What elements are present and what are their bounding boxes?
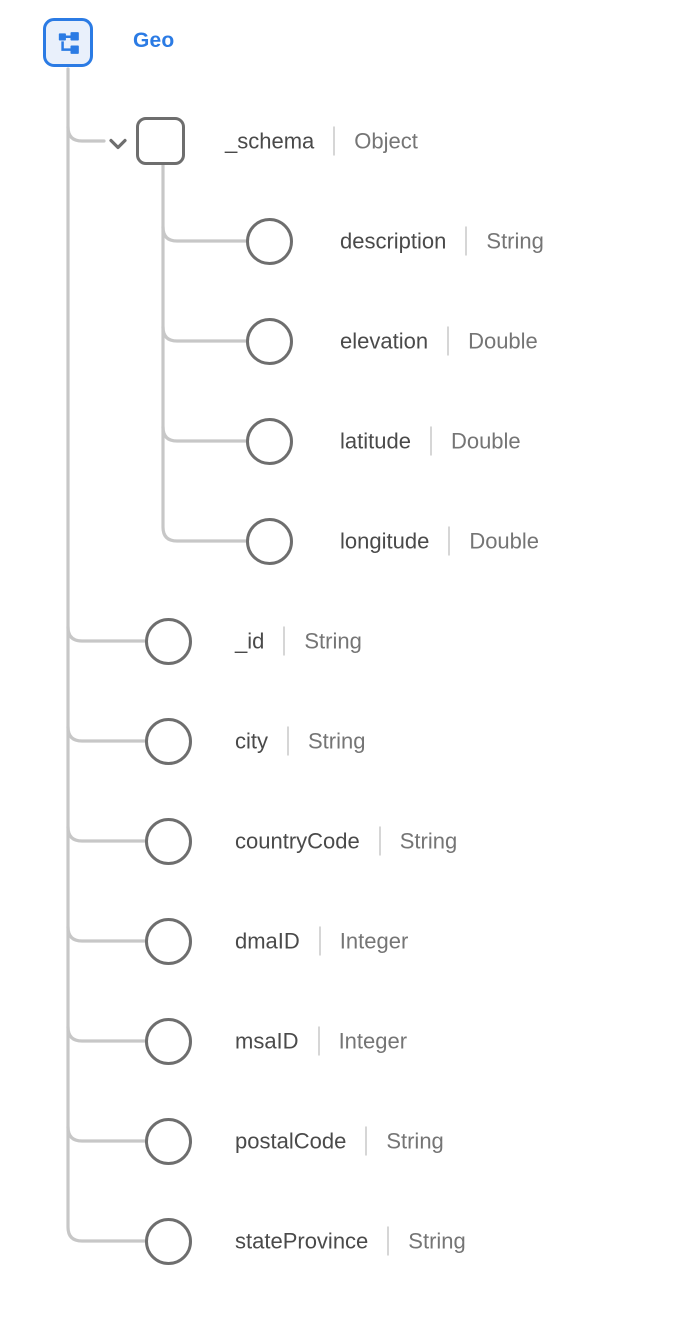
field-node-icon[interactable] (144, 817, 192, 865)
field-type: String (386, 1128, 444, 1153)
field-divider (447, 326, 450, 356)
field-type: Integer (338, 1028, 408, 1053)
field-name: elevation (340, 328, 429, 353)
field-node-icon[interactable] (245, 517, 293, 565)
field-divider (378, 826, 381, 856)
field-name: longitude (340, 528, 430, 553)
schema-field-row[interactable]: stateProvince String (0, 1191, 684, 1291)
field-type: String (408, 1228, 466, 1253)
field-node-icon[interactable] (245, 317, 293, 365)
schema-field-row[interactable]: _schema Object (0, 91, 684, 191)
schema-field-row[interactable]: countryCode String (0, 791, 684, 891)
field-divider (387, 1226, 390, 1256)
schema-field-row[interactable]: _id String (0, 591, 684, 691)
field-divider (429, 426, 432, 456)
field-node-icon[interactable] (144, 1017, 192, 1065)
field-name: postalCode (235, 1128, 347, 1153)
schema-field-row[interactable]: latitude Double (0, 391, 684, 491)
field-divider (317, 1026, 320, 1056)
field-type: String (304, 628, 362, 653)
field-divider (465, 226, 468, 256)
field-name: description (340, 228, 447, 253)
field-type: Double (469, 528, 540, 553)
field-name: stateProvince (235, 1228, 369, 1253)
schema-field-row[interactable]: city String (0, 691, 684, 791)
schema-field-row[interactable]: description String (0, 191, 684, 291)
field-name: latitude (340, 428, 411, 453)
field-divider (333, 126, 336, 156)
field-node-icon[interactable] (245, 217, 293, 265)
field-type: String (486, 228, 544, 253)
field-type: Double (468, 328, 538, 353)
chevron-down-icon[interactable] (108, 137, 128, 151)
field-type: String (308, 728, 366, 753)
schema-field-row[interactable]: msaID Integer (0, 991, 684, 1091)
field-node-icon[interactable] (144, 717, 192, 765)
schema-field-row[interactable]: dmaID Integer (0, 891, 684, 991)
field-type: String (399, 828, 458, 853)
field-type: Double (450, 428, 521, 453)
field-divider (287, 726, 289, 756)
schema-root-icon[interactable] (43, 18, 93, 67)
field-name: dmaID (235, 928, 300, 953)
field-divider (365, 1126, 368, 1156)
schema-tree-icon (58, 31, 79, 54)
object-node-icon[interactable] (135, 117, 185, 165)
field-node-icon[interactable] (144, 1217, 192, 1265)
field-name: countryCode (235, 828, 360, 853)
field-type: Integer (339, 928, 409, 953)
field-node-icon[interactable] (144, 617, 192, 665)
field-divider (283, 626, 286, 656)
field-name: _schema (225, 128, 315, 153)
schema-root-title[interactable]: Geo (133, 29, 175, 52)
field-divider (448, 526, 451, 556)
field-node-icon[interactable] (144, 917, 192, 965)
field-name: msaID (235, 1028, 299, 1053)
field-node-icon[interactable] (144, 1117, 192, 1165)
schema-field-row[interactable]: elevation Double (0, 291, 684, 391)
field-type: Object (354, 128, 418, 153)
field-name: city (235, 728, 268, 753)
schema-field-row[interactable]: longitude Double (0, 491, 684, 591)
schema-field-row[interactable]: postalCode String (0, 1091, 684, 1191)
field-divider (318, 926, 321, 956)
field-node-icon[interactable] (245, 417, 293, 465)
field-name: _id (235, 628, 265, 653)
